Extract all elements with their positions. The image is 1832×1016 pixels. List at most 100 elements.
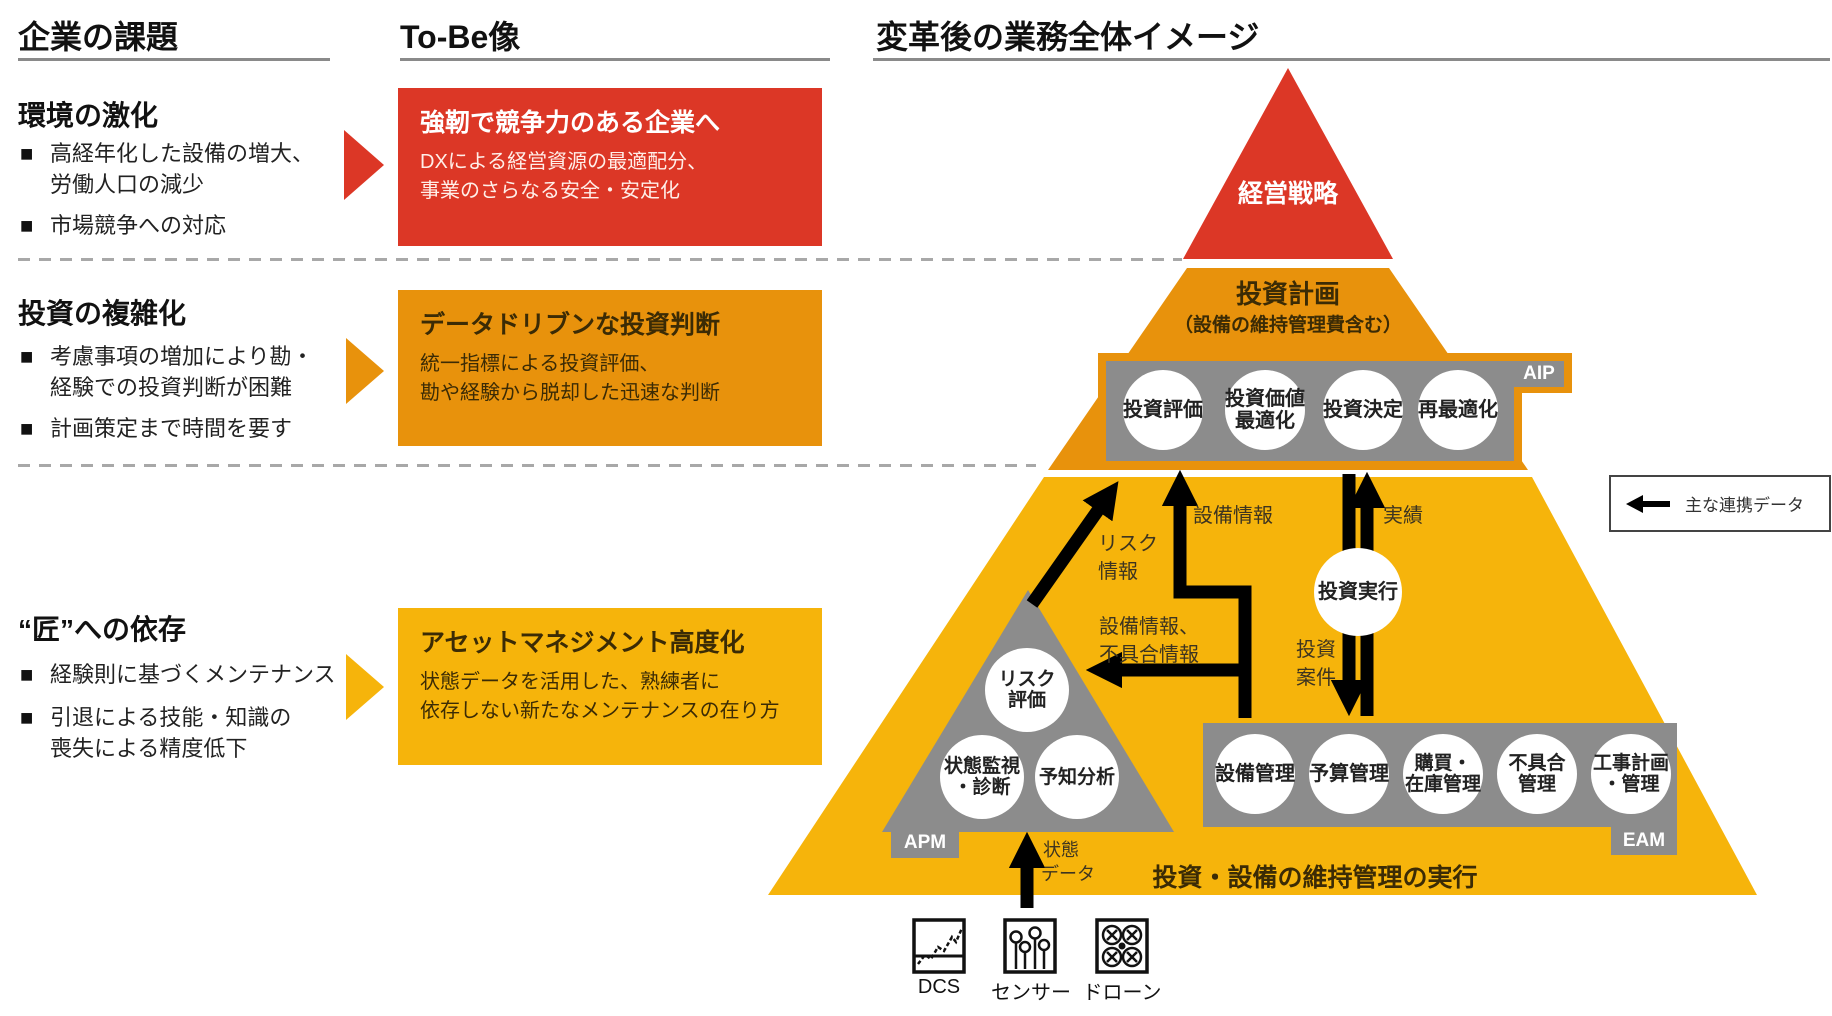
eam-circle: 不具合 管理 [1497,734,1577,814]
bullet-item: ■市場競争への対応 [20,210,226,241]
tobe-box-body: 統一指標による投資評価、 勘や経験から脱却した迅速な判断 [420,350,800,408]
bullet-item: ■ 経験則に基づくメンテナンス [20,659,336,690]
apm-circle-label: リスク [998,669,1056,690]
eam-circle: 予算管理 [1309,734,1389,814]
pyramid-execution-caption: 投資・設備の維持管理の実行 [1152,864,1478,892]
flow-label-equipment-info: 設備情報 [1193,505,1273,527]
bullet-line: 喪失による精度低下 [50,736,248,761]
section-heading-environment: 環境の激化 [18,100,159,131]
bullet-square-icon: ■ [20,705,34,730]
eam-circle-label: 管理 [1517,774,1556,795]
sensor-icon [1003,918,1057,974]
legend-label: 主な連携データ [1685,496,1804,515]
flow-label-risk-info: 情報 [1098,561,1138,583]
flow-label-results: 実績 [1383,505,1423,527]
equipment-info-arrow [1161,469,1252,718]
dashed-divider-1 [18,258,1182,261]
column-title-challenges: 企業の課題 [18,19,179,55]
tobe-box-body: 状態データを活用した、熟練者に 依存しない新たなメンテナンスの在り方 [420,668,800,726]
risk-info-arrow [1026,481,1119,608]
tobe-box-data-driven: データドリブンな投資判断 統一指標による投資評価、 勘や経験から脱却した迅速な判… [398,290,822,446]
apm-tag: APM [891,828,959,858]
bullet-square-icon: ■ [20,416,34,441]
eam-circle-label: ・管理 [1602,774,1660,795]
bullet-line: 引退による技能・知識の [50,705,292,730]
tobe-box-resilient-company: 強靭で競争力のある企業へ DXによる経営資源の最適配分、 事業のさらなる安全・安… [398,88,822,246]
drone-icon [1095,918,1149,974]
source-label-dcs: DCS [917,976,961,998]
pyramid-top-strategy-triangle [1183,68,1393,259]
eam-circle-label: 予算管理 [1309,763,1389,785]
bullet-line: 計画策定まで時間を要す [50,416,293,441]
aip-tag: AIP [1514,361,1564,387]
bullet-line: 経験での投資判断が困難 [50,375,293,400]
chevron-right-icon-yellow [346,654,384,720]
bullet-line: 経験則に基づくメンテナンス [50,662,336,687]
eam-circle-label: 工事計画 [1592,753,1669,774]
source-label-drone: ドローン [1082,982,1162,1004]
tobe-box-body: DXによる経営資源の最適配分、 事業のさらなる安全・安定化 [420,148,800,206]
tobe-box-body-line: 事業のさらなる安全・安定化 [420,180,680,202]
tobe-box-body-line: 勘や経験から脱却した迅速な判断 [420,382,720,404]
eam-circle: 設備管理 [1215,734,1295,814]
bullet-item: ■ 引退による技能・知識の 喪失による精度低下 [20,702,291,764]
bullet-item: ■ 計画策定まで時間を要す [20,413,292,444]
bullet-square-icon: ■ [20,662,34,687]
pyramid-strategy-label: 経営戦略 [1237,180,1338,208]
eam-circle-label: 不具合 [1508,753,1566,774]
dashed-divider-2 [18,464,1036,467]
challenges-underline [18,58,330,61]
column-title-diagram: 変革後の業務全体イメージ [876,19,1260,55]
tobe-box-title: 強靭で競争力のある企業へ [420,109,721,137]
legend-box: 主な連携データ [1609,475,1831,532]
chevron-right-icon-orange [346,338,384,404]
tobe-box-body-line: DXによる経営資源の最適配分、 [420,151,708,173]
eam-circle-label: 設備管理 [1215,763,1295,785]
eam-tag: EAM [1611,827,1677,855]
eam-circle-label: 購買・ [1414,753,1472,774]
apm-circle: 予知分析 [1035,735,1119,819]
tobe-box-body-line: 依存しない新たなメンテナンスの在り方 [420,700,780,722]
tobe-box-body-line: 状態データを活用した、熟練者に [420,671,720,693]
flow-label-equipment-defect-info: 不具合情報 [1099,644,1199,666]
flow-label-risk-info: リスク [1098,533,1158,555]
aip-circle-label: 投資評価 [1123,399,1203,421]
bullet-item: ■高経年化した設備の増大、 労働人口の減少 [20,138,314,200]
flow-label-status-data: データ [1041,864,1095,884]
flow-label-status-data: 状態 [1043,840,1079,860]
chevron-right-icon-red [344,130,384,200]
tobe-box-title: データドリブンな投資判断 [420,311,721,339]
eam-circle-label: 在庫管理 [1404,774,1481,795]
left-arrow-icon [1626,494,1670,513]
flow-label-equipment-defect-info: 設備情報、 [1099,616,1199,638]
aip-circle-label: 再最適化 [1418,399,1498,421]
section-heading-takumi: “匠”への依存 [18,614,187,645]
apm-circle-label: 状態監視 [943,756,1020,777]
pyramid-plan-title: 投資計画 [1235,279,1340,309]
source-label-sensor: センサー [991,982,1071,1004]
column-title-tobe: To-Be像 [400,19,521,55]
tobe-box-asset-management: アセットマネジメント高度化 状態データを活用した、熟練者に 依存しない新たなメン… [398,608,822,765]
eam-circle: 購買・ 在庫管理 [1403,734,1483,814]
bullet-item: ■考慮事項の増加により勘・ 経験での投資判断が困難 [20,341,314,403]
aip-circle: 投資評価 [1123,370,1203,450]
flow-label-investment-case: 投資 [1296,639,1336,661]
section-heading-investment: 投資の複雑化 [18,298,187,329]
apm-circle: 状態監視 ・診断 [940,735,1024,819]
pyramid-plan-subtitle: （設備の維持管理費含む） [1173,315,1402,336]
tobe-box-title: アセットマネジメント高度化 [420,629,745,657]
diagram-underline [873,58,1830,61]
aip-circle-label: 投資価値 [1225,388,1305,410]
bullet-line: 市場競争への対応 [50,213,227,238]
eam-circle: 工事計画 ・管理 [1591,734,1671,814]
aip-circle: 再最適化 [1418,370,1498,450]
aip-circle-label: 最適化 [1235,410,1295,432]
bullet-square-icon: ■ [20,141,34,166]
flow-label-investment-case: 案件 [1296,667,1336,689]
dcs-chart-icon [912,918,966,974]
apm-circle-label: ・診断 [953,777,1011,798]
aip-circle: 投資価値 最適化 [1225,370,1305,450]
bullet-line: 労働人口の減少 [50,172,205,197]
bullet-line: 考慮事項の増加により勘・ [50,344,314,369]
